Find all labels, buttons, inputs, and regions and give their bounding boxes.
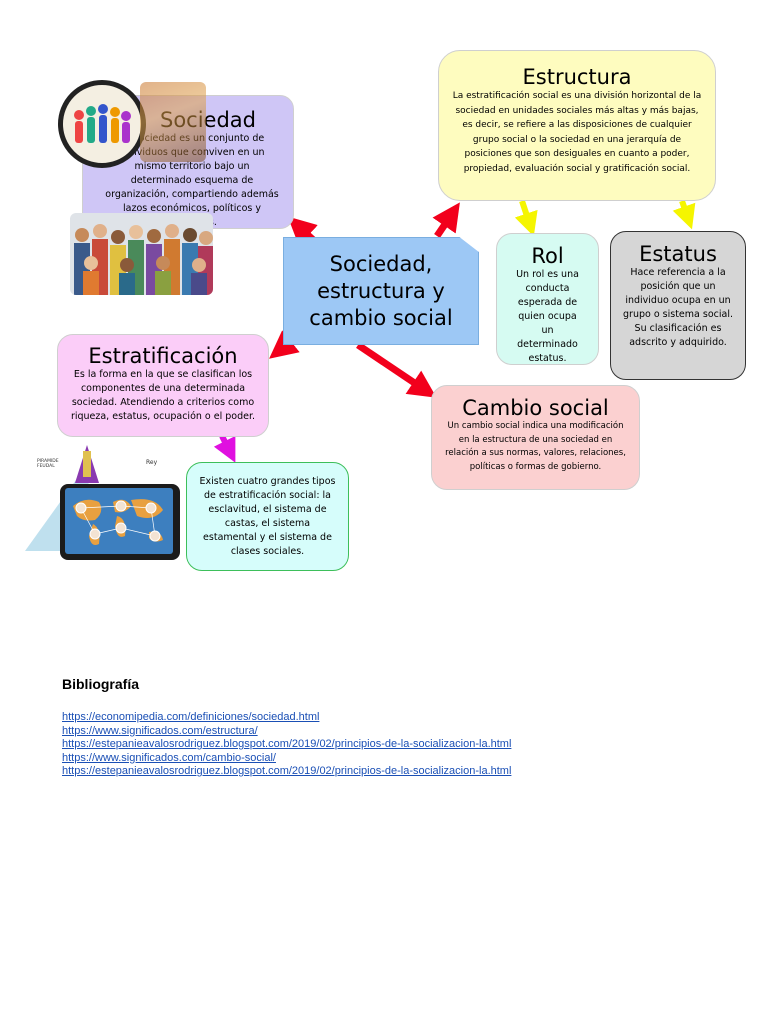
- bibliografia-link[interactable]: https://www.significados.com/estructura/: [62, 724, 258, 737]
- estructura-box: Estructura La estratificación social es …: [438, 50, 716, 201]
- cambio-title: Cambio social: [462, 396, 609, 420]
- estatus-title: Estatus: [639, 242, 717, 266]
- world-network-image: [60, 484, 180, 560]
- bibliografia-link[interactable]: https://economipedia.com/definiciones/so…: [62, 711, 320, 723]
- arrow-to-estructura: [432, 202, 460, 238]
- rol-body: Un rol es una conducta esperada de quien…: [516, 269, 579, 364]
- arrow-to-estatus: [672, 200, 696, 230]
- sociedad-circle-image: [58, 80, 146, 168]
- arrow-to-tipos: [213, 434, 236, 463]
- bibliografia-link[interactable]: https://estepanieavalosrodriguez.blogspo…: [62, 738, 512, 750]
- crowd-image: [70, 213, 213, 295]
- estatus-body: Hace referencia a la posición que un ind…: [623, 267, 733, 348]
- estructura-body: La estratificación social es una divisió…: [452, 91, 702, 174]
- arrow-to-cambio: [356, 342, 437, 398]
- tipos-body: Existen cuatro grandes tipos de estratif…: [199, 475, 336, 557]
- estratificacion-box: Estratificación Es la forma en la que se…: [57, 334, 269, 437]
- people-icon: [74, 104, 131, 143]
- sociedad-top-image: [140, 82, 206, 162]
- cambio-box: Cambio social Un cambio social indica un…: [431, 385, 640, 490]
- pyramid-label-left: PIRAMIDE FEUDAL: [37, 459, 59, 469]
- center-box: Sociedad, estructura y cambio social: [283, 237, 479, 345]
- estructura-title: Estructura: [522, 65, 632, 89]
- estatus-box: Estatus Hace referencia a la posición qu…: [610, 231, 746, 380]
- center-title: Sociedad, estructura y cambio social: [309, 251, 453, 330]
- estratificacion-title: Estratificación: [88, 344, 238, 368]
- estratificacion-body: Es la forma en la que se clasifican los …: [70, 369, 256, 422]
- pyramid-label-right: Rey: [146, 459, 158, 466]
- rol-title: Rol: [531, 244, 564, 268]
- tipos-box: Existen cuatro grandes tipos de estratif…: [186, 462, 349, 571]
- bibliografia-link[interactable]: https://estepanieavalosrodriguez.blogspo…: [62, 765, 512, 777]
- rol-box: Rol Un rol es una conducta esperada de q…: [496, 233, 599, 365]
- arrow-to-rol: [514, 200, 538, 237]
- bibliografia-title: Bibliografía: [62, 676, 140, 692]
- bibliografia-list: https://economipedia.com/definiciones/so…: [62, 711, 511, 779]
- cambio-body: Un cambio social indica una modificación…: [445, 421, 626, 472]
- bibliografia-link[interactable]: https://www.significados.com/cambio-soci…: [62, 751, 276, 764]
